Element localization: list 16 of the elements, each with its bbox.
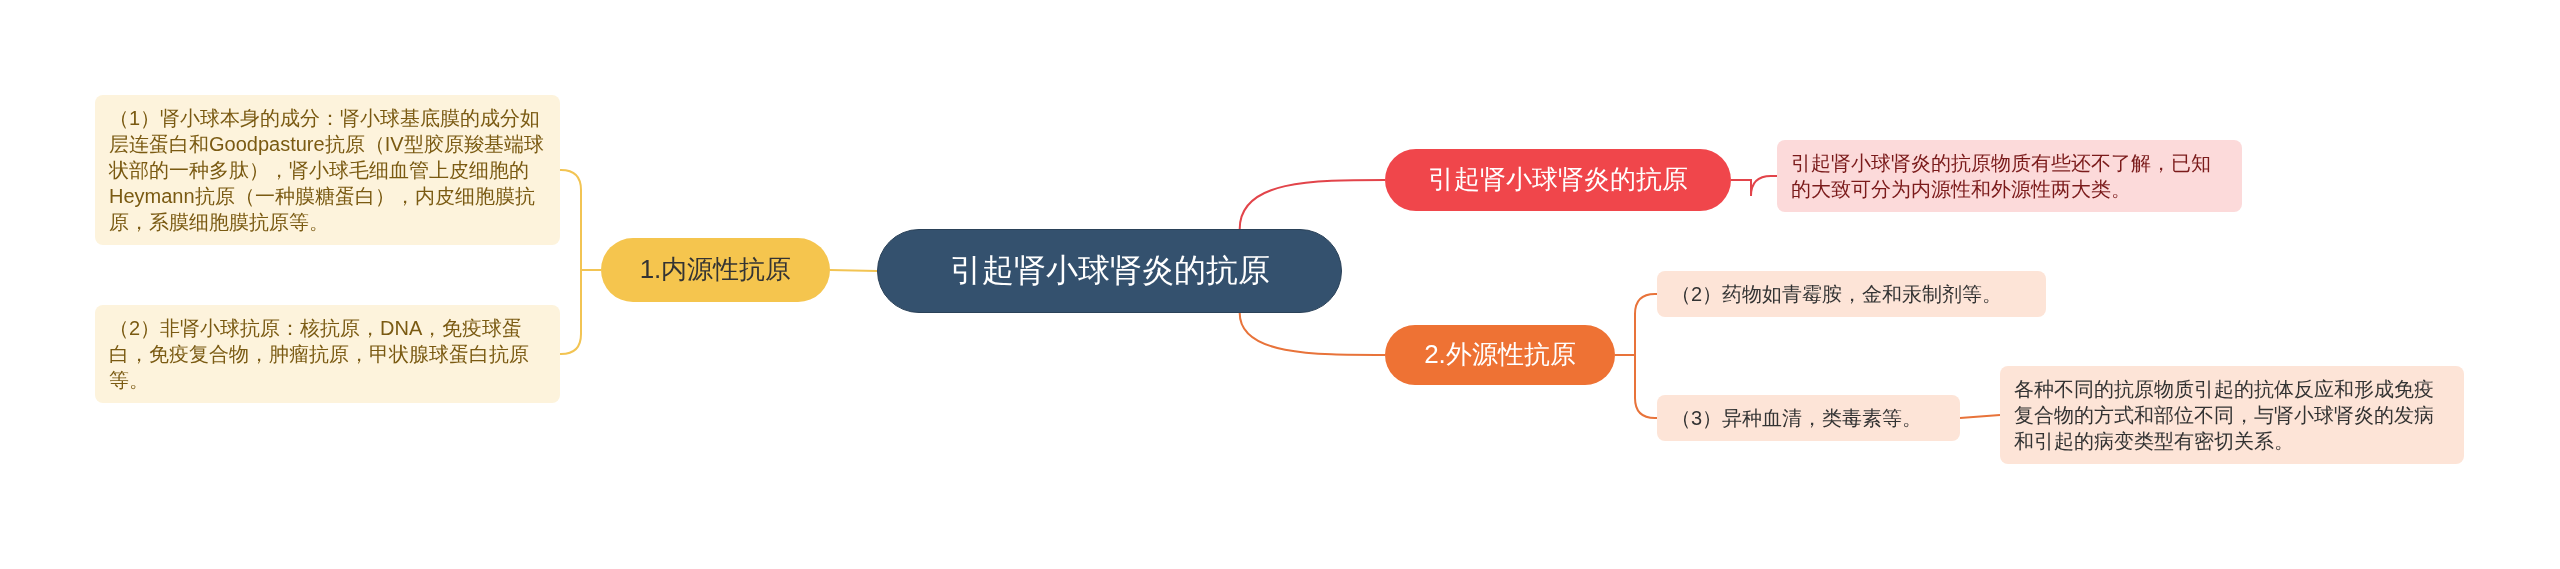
note-box: （2）药物如青霉胺，金和汞制剂等。 [1657, 271, 2046, 317]
note-box: 引起肾小球肾炎的抗原物质有些还不了解，已知的大致可分为内源性和外源性两大类。 [1777, 140, 2242, 212]
branch-topic: 引起肾小球肾炎的抗原 [1385, 149, 1731, 211]
connector-line [829, 269, 878, 272]
note-box: 各种不同的抗原物质引起的抗体反应和形成免疫复合物的方式和部位不同，与肾小球肾炎的发病和引起的病变类型有密切关系。 [2000, 366, 2464, 464]
branch-topic: 2.外源性抗原 [1385, 325, 1615, 385]
note-box: （3）异种血清，类毒素等。 [1657, 395, 1960, 441]
branch-topic: 1.内源性抗原 [601, 238, 830, 302]
connector-line [1730, 175, 1778, 197]
connector-line [1238, 312, 1386, 356]
note-box: （2）非肾小球抗原：核抗原，DNA，免疫球蛋白，免疫复合物，肿瘤抗原，甲状腺球蛋白抗原等。 [95, 305, 560, 403]
connector-line [1959, 414, 2001, 419]
connector-line [1238, 179, 1386, 230]
central-topic: 引起肾小球肾炎的抗原 [877, 229, 1342, 313]
note-box: （1）肾小球本身的成分：肾小球基底膜的成分如层连蛋白和Goodpasture抗原（IV型胶原羧基端球状部的一种多肽），肾小球毛细血管上皮细胞的Heymann抗原（一种膜糖蛋白），内皮细胞膜抗原，系膜细胞膜抗原等。 [95, 95, 560, 245]
connector-line [559, 269, 602, 355]
